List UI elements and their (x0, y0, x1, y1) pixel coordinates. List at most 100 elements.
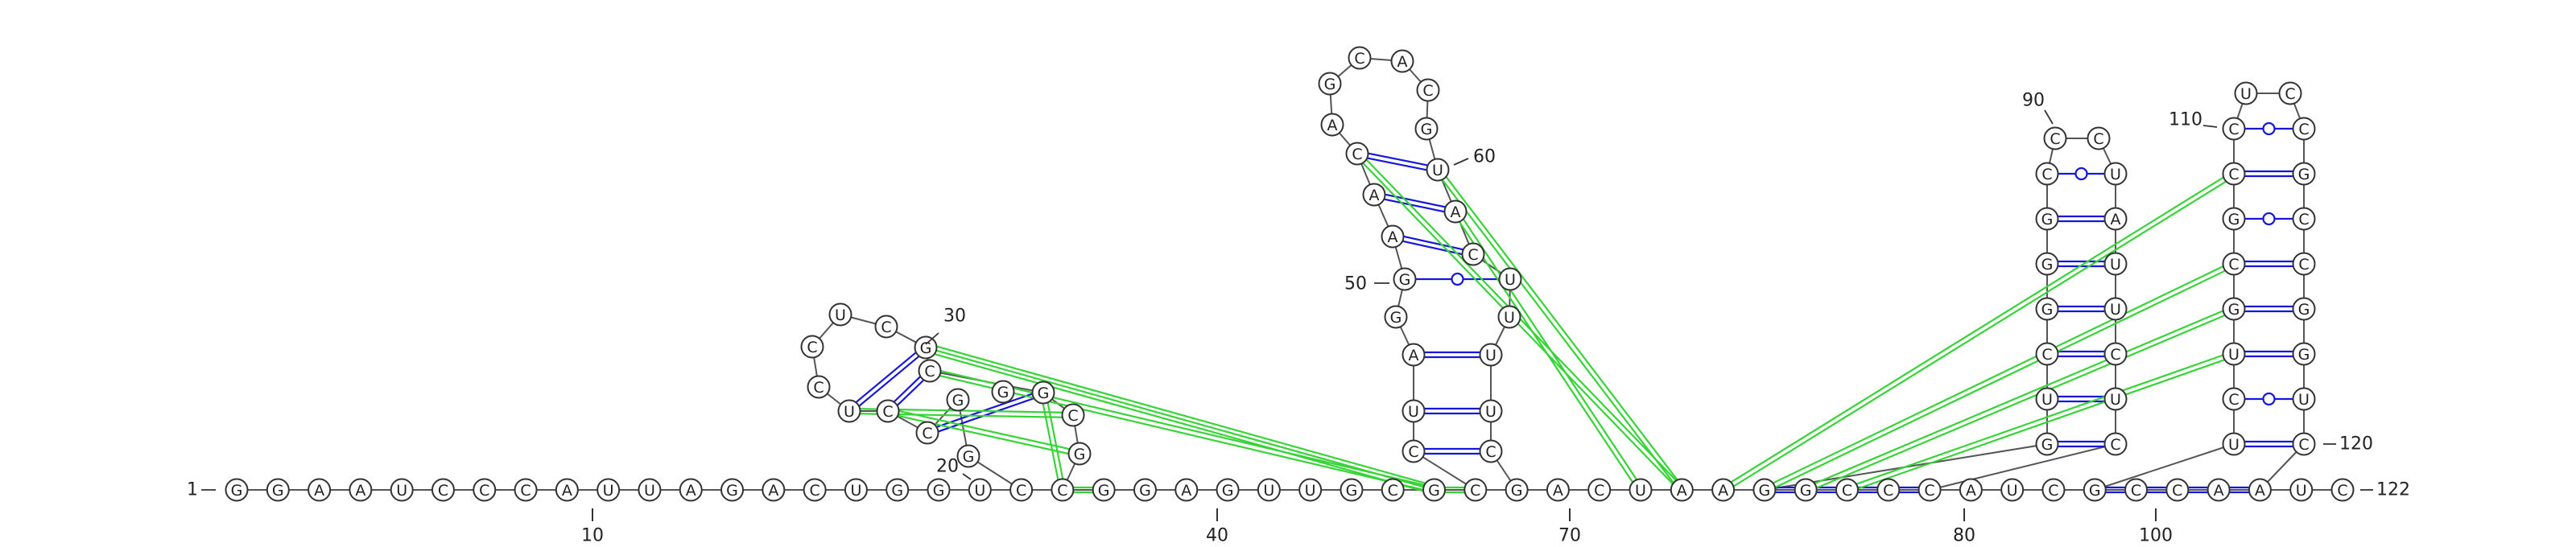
nucleotide-baseline-42: C (1918, 478, 1942, 502)
nucleotide-circle (1133, 478, 1157, 502)
pos-60-leader (1453, 158, 1469, 166)
position-label-90: 90 (2022, 91, 2045, 111)
nucleotide-letter: A (686, 482, 696, 500)
nucleotide-letter: G (1038, 385, 1050, 402)
nucleotide-circle (874, 315, 898, 339)
nucleotide-letter: G (2041, 436, 2054, 454)
nucleotide-letter: U (396, 482, 407, 500)
nucleotide-hairpin2-3p-6: U (1479, 343, 1503, 367)
base-pair-line (897, 379, 925, 406)
nucleotide-letter: U (1432, 162, 1443, 179)
nucleotide-circle (2248, 478, 2272, 502)
nucleotide-letter: G (1222, 482, 1234, 500)
nucleotide-baseline-27: U (1298, 478, 1323, 502)
nucleotide-baseline-19: U (968, 478, 992, 502)
nucleotide-letter: U (2110, 301, 2121, 319)
nucleotide-circle (1348, 46, 1372, 70)
nucleotide-hairpin2-3p-8: C (1479, 439, 1503, 463)
position-label-110: 110 (2169, 110, 2202, 130)
nucleotide-hairpin4-5p-3: U (2222, 342, 2246, 366)
nucleotide-circle (803, 478, 827, 502)
nucleotide-hairpin4-3p-6: G (2292, 342, 2316, 366)
nucleotide-baseline-31: C (1463, 478, 1488, 502)
nucleotide-letter: C (438, 482, 448, 500)
nucleotide-circle (1587, 478, 1612, 502)
nucleotide-baseline-4: A (349, 478, 373, 502)
nucleotide-hairpin4-3p-3: C (2292, 207, 2316, 231)
nucleotide-letter: A (1718, 482, 1728, 500)
nucleotide-circle (2222, 387, 2246, 411)
nucleotide-circle (1298, 478, 1323, 502)
nucleotide-circle (1257, 478, 1281, 502)
nucleotide-letter: C (2285, 85, 2295, 103)
nucleotide-letter: U (2228, 436, 2240, 454)
nucleotide-hairpin3-5p-3: C (2035, 342, 2059, 366)
nucleotide-letter: C (1057, 482, 1067, 500)
nucleotide-hairpin2-5p-7: A (1362, 183, 1386, 207)
strand-start-label: 1 (187, 480, 198, 500)
nucleotide-baseline-11: U (638, 478, 662, 502)
nucleotide-hairpin2-3p-5: U (1497, 305, 1521, 329)
nucleotide-letter: U (2296, 482, 2307, 500)
nucleotide-circle (2222, 432, 2246, 456)
nucleotide-circle (2087, 126, 2111, 150)
nucleotide-hairpin2-5p-6: A (1381, 224, 1405, 249)
nucleotide-circle (2292, 432, 2316, 456)
nucleotide-letter: G (2298, 301, 2310, 319)
nucleotide-letter: C (2228, 256, 2239, 274)
nucleotide-circle (1422, 478, 1447, 502)
nucleotide-hairpin2-5p-2: U (1402, 399, 1426, 423)
nucleotide-circle (1463, 478, 1488, 502)
nucleotide-baseline-21: C (1051, 478, 1075, 502)
gu-pair-marker (1451, 272, 1464, 286)
nucleotide-letter: G (1346, 482, 1358, 500)
nucleotide-circle (2222, 117, 2246, 141)
nucleotide-hairpin3-3p-7: C (2103, 432, 2128, 456)
nucleotide-baseline-38: G (1752, 478, 1777, 502)
nucleotide-letter: U (2007, 482, 2018, 500)
nucleotide-baseline-7: C (473, 478, 497, 502)
nucleotide-hairpin4-5p-2: C (2222, 387, 2246, 411)
nucleotide-letter: C (2228, 166, 2239, 183)
nucleotide-letter: A (1388, 228, 1398, 246)
nucleotide-circle (800, 335, 824, 359)
nucleotide-letter: C (1354, 50, 1364, 68)
nucleotide-letter: A (1451, 204, 1461, 221)
nucleotide-letter: G (920, 339, 932, 357)
nucleotide-circle (2222, 207, 2246, 231)
nucleotide-hairpin1-11: C (918, 359, 942, 383)
backbone-segment (1413, 450, 1476, 491)
nucleotide-circle (915, 421, 939, 445)
nucleotide-hairpin3-3p-3: U (2103, 252, 2128, 276)
nucleotide-letter: C (2041, 346, 2052, 364)
nucleotide-letter: C (881, 319, 891, 336)
pseudoknot-line (898, 409, 1070, 450)
nucleotide-circle (886, 478, 910, 502)
nucleotide-hairpin1-4: C (800, 335, 824, 359)
nucleotide-letter: C (520, 482, 530, 500)
nucleotide-circle (1051, 478, 1075, 502)
nucleotide-circle (2222, 297, 2246, 321)
nucleotide-hairpin4-5p-1: U (2222, 432, 2246, 456)
nucleotide-baseline-36: A (1670, 478, 1694, 502)
nucleotide-circle (514, 478, 538, 502)
nucleotide-hairpin2-loop-4: A (1390, 49, 1414, 73)
nucleotide-baseline-41: C (1876, 478, 1901, 502)
nucleotide-letter: C (922, 425, 932, 442)
nucleotide-letter: C (2172, 482, 2182, 500)
axis-label-100: 100 (2139, 526, 2173, 546)
nucleotide-letter: G (1324, 76, 1336, 93)
nucleotide-hairpin2-3p-2: A (1443, 199, 1468, 224)
pseudoknot-layer (860, 158, 2227, 494)
pseudoknot-line (1441, 179, 1674, 483)
nucleotide-circle (2103, 162, 2128, 186)
base-pair-line (893, 376, 921, 403)
axis-label-80: 80 (1953, 526, 1975, 546)
nucleotide-letter: G (1511, 482, 1523, 500)
nucleotide-hairpin4-loop-1: U (2234, 81, 2258, 105)
base-pair-layer (855, 121, 2293, 494)
nucleotide-letter: C (2110, 436, 2120, 454)
nucleotide-letter: A (2255, 482, 2265, 500)
nucleotide-hairpin3-3p-4: U (2103, 297, 2128, 321)
nucleotide-circle (1752, 478, 1777, 502)
